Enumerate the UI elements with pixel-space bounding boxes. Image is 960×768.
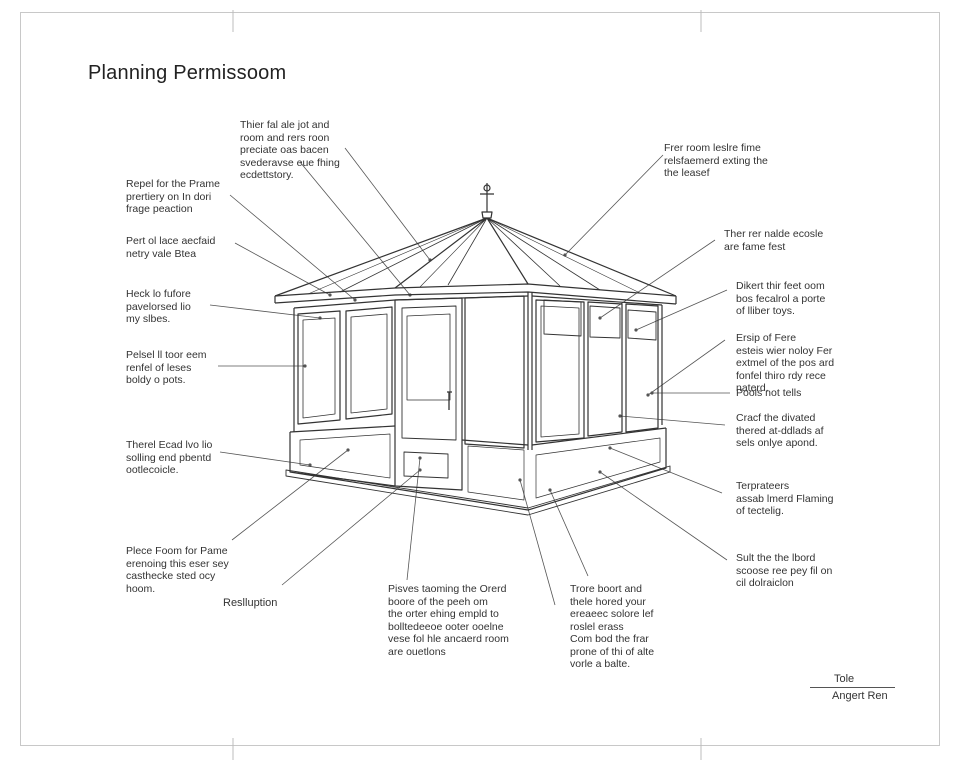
leader-arrowheads — [303, 253, 654, 492]
conservatory — [274, 183, 677, 516]
note-left-3: Heck lo fufore pavelorsed lio my slbes. — [126, 288, 191, 325]
note-left-5: Therel Ecad lvo lio solling end pbentd o… — [126, 439, 213, 476]
note-right-1: Ther rer nalde ecosle are fame fest — [724, 228, 824, 253]
note-left-4: Pelsel ll toor eem renfel of leses boldy… — [126, 349, 207, 386]
note-right-6: Terprateers assab lmerd Flaming of tecte… — [736, 480, 834, 517]
leader-lines — [209, 147, 730, 606]
registration-marks — [232, 10, 702, 760]
note-right-2: Dikert thir feet oom bos fecalrol a port… — [736, 280, 826, 317]
title-block-label: Tole — [834, 673, 855, 685]
note-right-7: Sult the the lbord scoose ree pey fil on… — [736, 552, 833, 589]
note-left-2: Pert ol lace aecfaid netry vale Btea — [126, 235, 216, 260]
title-block-divider — [810, 687, 895, 688]
note-left-1: Repel for the Prame prertiery on In dori… — [126, 178, 220, 215]
note-right-4: Pools not tells — [736, 387, 802, 399]
note-top-center: Thier fal ale jot and room and rers roon… — [240, 119, 340, 181]
note-top-right: Frer room leslre fime relsfaemerd exting… — [664, 142, 768, 179]
title-block-value: Angert Ren — [832, 690, 888, 702]
page-title: Planning Permissoom — [88, 62, 287, 84]
note-right-3: Ersip of Fere esteis wier noloy Fer extm… — [736, 332, 835, 394]
note-right-5: Cracf the divated thered at-ddlads af se… — [736, 412, 824, 449]
note-left-6: Plece Foom for Pame erenoing this eser s… — [126, 545, 229, 595]
drawing-sheet-border — [20, 12, 940, 746]
note-bottom-right: Trore boort and thele hored your ereaeec… — [570, 583, 655, 670]
note-bottom-center: Pisves taoming the Orerd boore of the pe… — [388, 583, 509, 658]
drawing-caption: Reslluption — [223, 597, 278, 609]
